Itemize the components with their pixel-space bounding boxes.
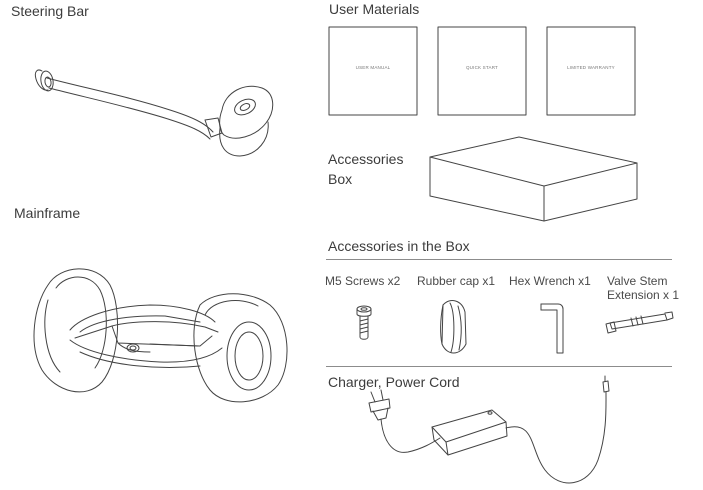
- user-materials-title: User Materials: [329, 1, 420, 17]
- charger-title: Charger, Power Cord: [328, 374, 460, 390]
- booklet-quick-start-text: QUICK START: [466, 65, 498, 70]
- accessories-box-title-line2: Box: [328, 171, 353, 187]
- mainframe-illustration: [33, 268, 288, 403]
- accessories-divider: [326, 259, 672, 260]
- steering-bar-title: Steering Bar: [11, 3, 89, 19]
- booklet-quick-start: [437, 26, 527, 116]
- steering-bar-illustration: [34, 69, 274, 157]
- screws-label: M5 Screws x2: [325, 274, 401, 288]
- booklet-warranty: [546, 26, 636, 116]
- accessories-box-title-line1: Accessories: [328, 151, 404, 167]
- accessories-in-box-title: Accessories in the Box: [328, 238, 470, 254]
- booklets: USER MANUAL QUICK START LIMITED WARRANTY: [328, 26, 636, 116]
- valve-stem-illustration: [605, 311, 674, 334]
- rubber-cap-illustration: [440, 300, 467, 354]
- hex-wrench-label: Hex Wrench x1: [509, 274, 591, 288]
- booklet-user-manual-text: USER MANUAL: [356, 65, 391, 70]
- charger-illustration: [368, 375, 610, 484]
- charger-divider: [326, 366, 672, 367]
- rubber-cap-label: Rubber cap x1: [417, 274, 496, 288]
- booklet-warranty-text: LIMITED WARRANTY: [567, 65, 615, 70]
- valve-stem-label-line1: Valve Stem: [607, 274, 668, 288]
- mainframe-title: Mainframe: [14, 205, 81, 221]
- booklet-user-manual: [328, 26, 418, 116]
- screw-illustration: [356, 305, 372, 340]
- valve-stem-label-line2: Extension x 1: [607, 288, 680, 302]
- hex-wrench-illustration: [540, 303, 564, 354]
- accessories-box-illustration: [429, 136, 638, 222]
